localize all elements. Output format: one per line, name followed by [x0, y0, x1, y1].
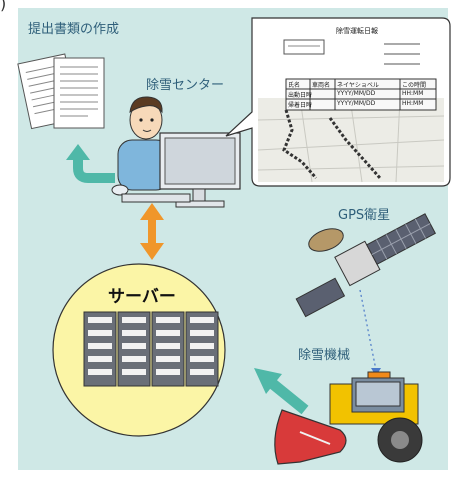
report-cell: YYYY/MM/DD — [337, 90, 376, 97]
satellite-icon — [295, 213, 437, 376]
server-rack-icon — [83, 311, 219, 387]
server-label: サーバー — [108, 287, 176, 307]
report-title: 除雪運転日報 — [336, 27, 378, 35]
map-icon — [257, 97, 445, 183]
arrow-to-documents — [66, 144, 115, 183]
report-cell: 車両名 — [312, 82, 331, 89]
document-icon — [17, 53, 105, 130]
center-label: 除雪センター — [146, 78, 225, 93]
report-cell: YYYY/MM/DD — [337, 100, 376, 107]
machine-label: 除雪機械 — [298, 348, 351, 363]
snowplow-icon — [274, 371, 423, 465]
documents-label: 提出書類の作成 — [28, 22, 120, 37]
computer-icon — [121, 132, 241, 208]
arrow-to-server — [254, 368, 309, 415]
operator-icon — [111, 96, 171, 196]
report-cell: 氏名 — [288, 82, 301, 89]
report-cell: HH:MM — [402, 90, 424, 97]
report-cell: ネイヤショベル — [337, 82, 379, 89]
report-cell: この時間 — [402, 82, 427, 89]
corner-mark: ) — [0, 0, 7, 13]
report-bubble — [225, 17, 451, 187]
report-table — [285, 78, 437, 111]
double-arrow — [140, 203, 164, 260]
report-cell: 帰着日時 — [288, 102, 313, 109]
report-cell: 出動日時 — [288, 92, 313, 99]
report-cell: HH:MM — [402, 100, 424, 107]
gps-label: GPS衛星 — [338, 208, 391, 223]
